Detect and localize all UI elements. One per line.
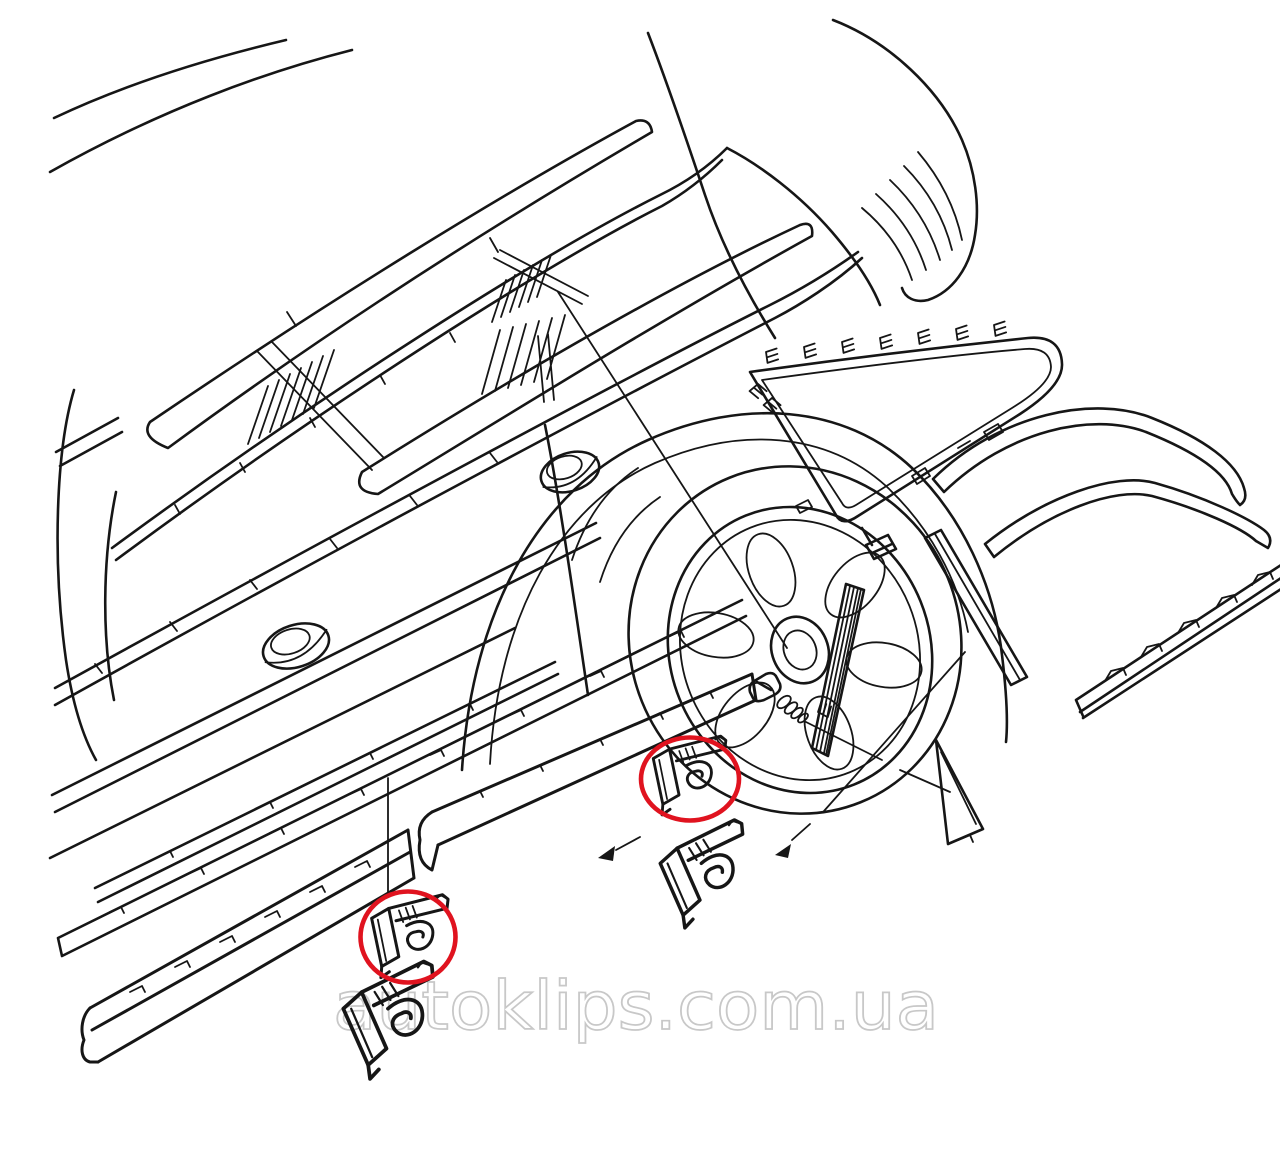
corner-triangle-trim bbox=[934, 738, 985, 846]
screw-threads bbox=[776, 694, 809, 724]
beltline bbox=[53, 250, 864, 707]
b-pillar-trim bbox=[810, 582, 866, 758]
beltline-clip-marks bbox=[94, 452, 498, 674]
clip-strip-left bbox=[56, 598, 748, 958]
watermark-text: autoklips.com.ua bbox=[333, 967, 939, 1045]
arch-trim-lower bbox=[983, 479, 1272, 559]
leader-arrowhead-2 bbox=[598, 846, 615, 861]
sidewall-arcs bbox=[571, 467, 661, 583]
clip-strip-left-clips bbox=[109, 630, 685, 914]
leader-screw bbox=[805, 721, 951, 793]
wheel-arch bbox=[460, 412, 1009, 772]
leader-roof-to-wheel bbox=[557, 291, 788, 649]
quarter-trim-connector bbox=[860, 526, 898, 561]
roof-rail-front-tip bbox=[48, 38, 354, 174]
quarter-window-trim bbox=[748, 320, 1064, 561]
hub bbox=[769, 615, 831, 685]
front-sill-molding bbox=[80, 828, 416, 1064]
roof-rails bbox=[48, 38, 814, 496]
highlight-circles bbox=[358, 735, 742, 985]
highlight-circle-left bbox=[358, 889, 458, 985]
lower-clip-strip-tabs bbox=[1104, 571, 1274, 682]
leader-dash-2 bbox=[615, 836, 641, 851]
crossbar-front bbox=[257, 341, 385, 471]
rear-wheel bbox=[571, 465, 963, 815]
sill-moldings bbox=[48, 521, 758, 1064]
crossbar-front-hatch bbox=[247, 349, 335, 445]
roof-drip-clip-marks bbox=[174, 332, 456, 515]
wheel-arch-lip bbox=[489, 438, 969, 765]
hub-center bbox=[782, 629, 818, 671]
leader-dashed bbox=[791, 651, 966, 841]
rear-door-handle bbox=[539, 450, 601, 494]
rear-spoiler-hatch bbox=[861, 151, 963, 281]
door-edge-strip bbox=[923, 528, 1029, 687]
mid-strip bbox=[93, 660, 560, 904]
mid-strip-clips bbox=[159, 703, 474, 858]
roof-rail-left-ticks bbox=[286, 237, 499, 327]
wheel-arch-trims bbox=[931, 407, 1272, 559]
rear-spoiler bbox=[725, 18, 979, 307]
car-body bbox=[53, 18, 1009, 772]
rim-inner bbox=[679, 518, 921, 782]
screw bbox=[748, 671, 809, 724]
molding-clip-loose-right bbox=[652, 816, 769, 931]
door-bottom-lines bbox=[48, 521, 602, 860]
crossbar-rear-hatch bbox=[491, 254, 552, 323]
arch-trim-upper bbox=[931, 407, 1247, 507]
b-pillar-hatch bbox=[481, 314, 566, 403]
roof-drip-rail bbox=[110, 146, 729, 562]
rear-sill-molding bbox=[417, 672, 758, 872]
spoke-openings bbox=[677, 532, 923, 771]
tire bbox=[627, 465, 963, 815]
lower-clip-strip bbox=[1074, 564, 1280, 720]
arch-trim-upper-tick bbox=[957, 440, 971, 449]
highlight-circle-right bbox=[638, 735, 742, 823]
screw-head bbox=[748, 671, 782, 703]
rim-outer bbox=[666, 505, 934, 795]
d-pillar-front-edge bbox=[646, 31, 777, 340]
leader-lines bbox=[387, 291, 966, 894]
leader-arrowhead-1 bbox=[775, 844, 791, 858]
watermark: autoklips.com.ua bbox=[332, 966, 940, 1046]
roof-rail-left bbox=[146, 119, 654, 450]
a-pillar bbox=[54, 388, 124, 762]
front-door-handle bbox=[261, 622, 331, 670]
door-gap bbox=[543, 423, 590, 697]
